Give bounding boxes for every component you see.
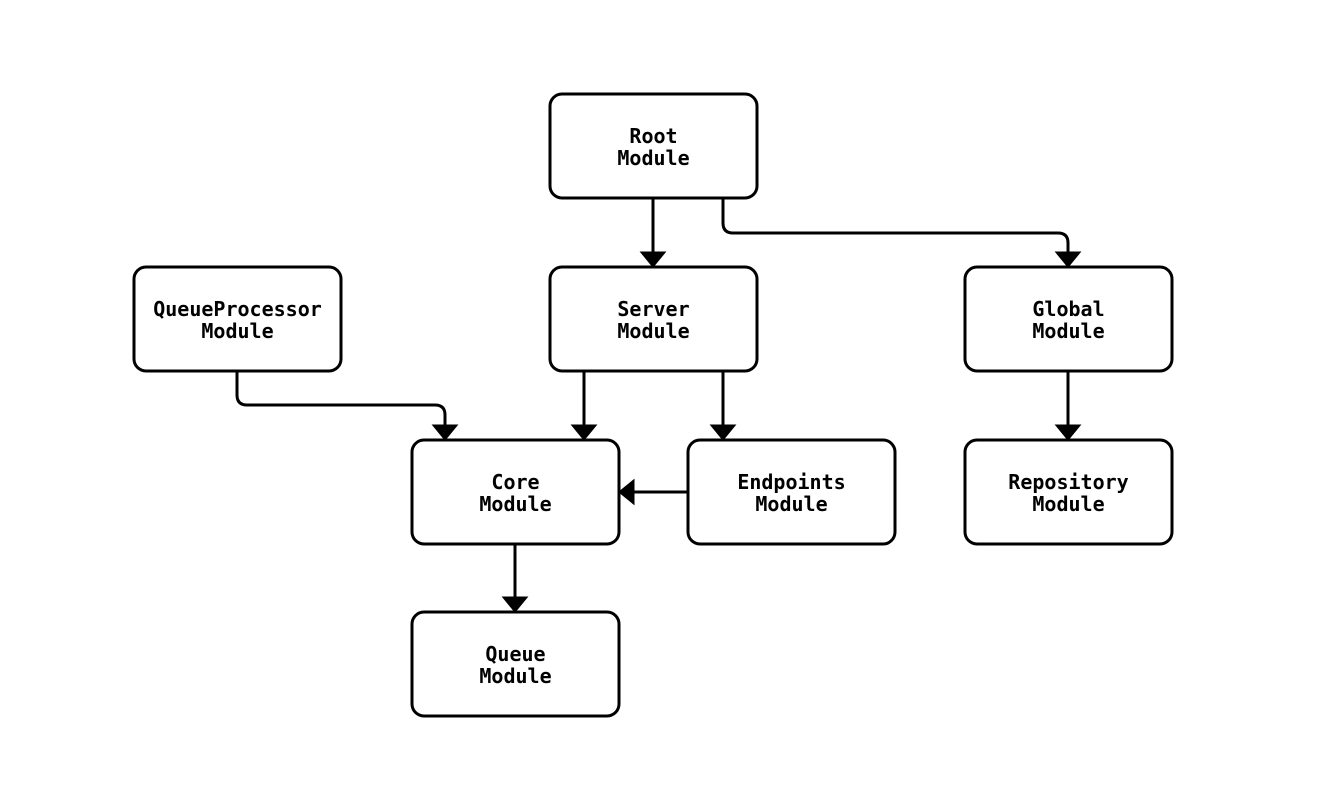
edges-layer [235,198,1082,613]
node-global-box [963,265,1174,373]
edge-root-to-global [721,198,1082,268]
node-server-box [548,265,759,373]
node-queueprocessor-box [132,265,343,373]
node-repository-box [963,438,1174,546]
edge-queueprocessor-to-core [235,371,459,441]
node-root-box [548,92,759,200]
node-core-box [410,438,621,546]
node-queue-box [410,610,621,718]
node-endpoints-box [686,438,897,546]
